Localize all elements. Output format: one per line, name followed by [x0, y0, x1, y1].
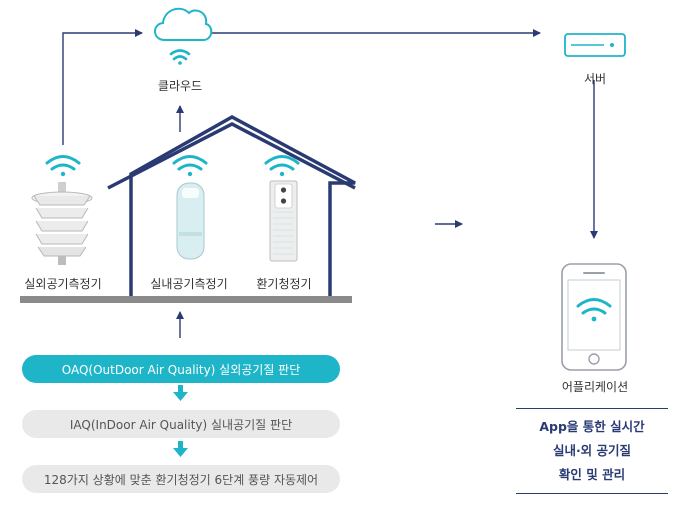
- cloud-icon: [154, 7, 213, 41]
- step-oaq: OAQ(OutDoor Air Quality) 실외공기질 판단: [22, 355, 340, 383]
- server-icon: [564, 33, 626, 57]
- app-summary-box: App을 통한 실시간 실내·외 공기질 확인 및 관리: [516, 408, 668, 494]
- application-label: 어플리케이션: [561, 380, 629, 394]
- app-summary-line-3: 확인 및 관리: [558, 467, 626, 482]
- cloud-wifi-icon: [169, 49, 191, 65]
- indoor-sensor-label: 실내공기측정기: [150, 277, 228, 291]
- step-arrow-2: [173, 441, 188, 457]
- app-summary-line-2: 실내·외 공기질: [552, 443, 632, 458]
- ventilator-wifi-icon: [264, 155, 300, 177]
- ventilator-device: [269, 180, 298, 262]
- phone-wifi-icon: [576, 298, 612, 322]
- arrow-outdoor-to-cloud: [62, 29, 143, 145]
- outdoor-wifi-icon: [45, 155, 81, 177]
- cloud-label: 클라우드: [157, 79, 203, 93]
- step-auto-control: 128가지 상황에 맞춘 환기청정기 6단계 풍량 자동제어: [22, 465, 340, 493]
- ventilator-label: 환기청정기: [256, 277, 312, 291]
- server-label: 서버: [583, 72, 607, 86]
- indoor-wifi-icon: [172, 155, 208, 177]
- ground-bar: [20, 296, 352, 303]
- flow-arrows: [62, 29, 598, 338]
- house-outline: [107, 115, 356, 298]
- outdoor-sensor-device: [31, 182, 93, 265]
- step-arrow-1: [173, 385, 188, 401]
- outdoor-sensor-label: 실외공기측정기: [24, 277, 102, 291]
- step-iaq: IAQ(InDoor Air Quality) 실내공기질 판단: [22, 410, 340, 438]
- app-summary-line-1: App을 통한 실시간: [539, 419, 645, 434]
- indoor-sensor-device: [176, 182, 205, 260]
